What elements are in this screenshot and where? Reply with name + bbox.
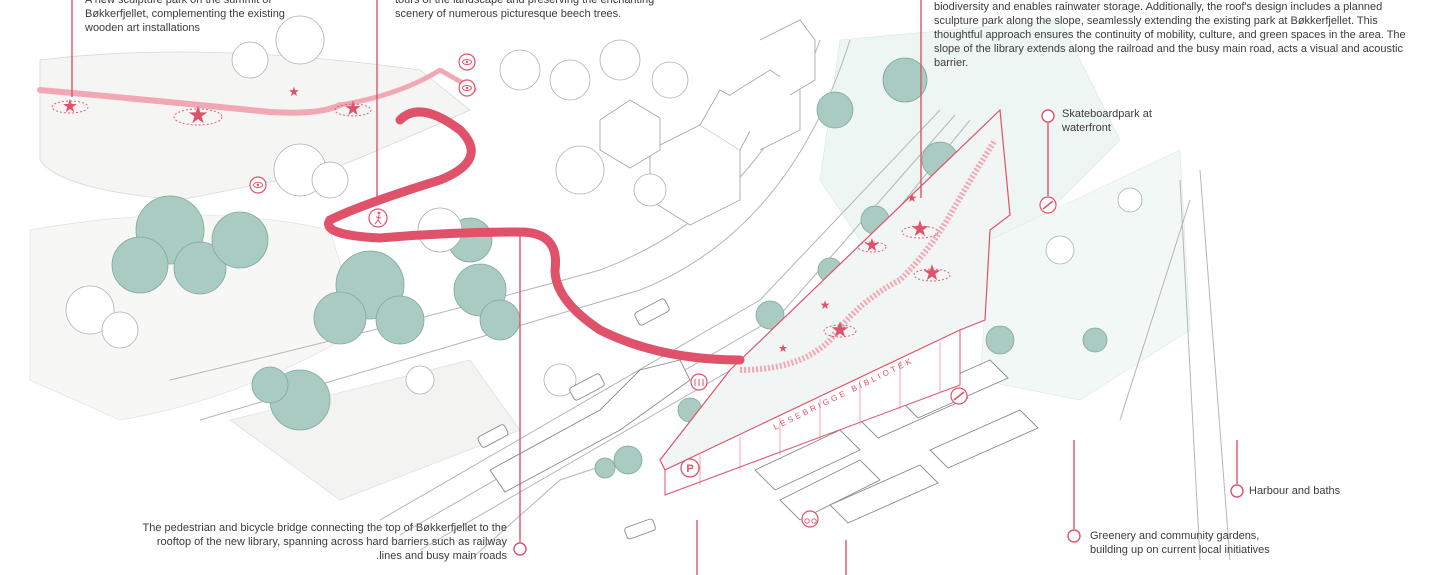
landscape-tours-caption: tours of the landscape and preserving th… bbox=[395, 0, 655, 20]
skateboard-icon bbox=[950, 387, 968, 405]
star-icon: ★ bbox=[187, 101, 209, 129]
trees bbox=[65, 15, 1143, 479]
leader-lines bbox=[71, 0, 1238, 575]
star-icon: ★ bbox=[910, 217, 930, 242]
harbour-caption: Harbour and baths bbox=[1249, 485, 1341, 497]
star-icon: ★ bbox=[344, 96, 362, 120]
star-icon: ★ bbox=[778, 342, 788, 355]
skateboard-park-caption: Skateboardpark at waterfront bbox=[1062, 108, 1152, 134]
green-roof-caption: The green roof on the new library, "Lese… bbox=[934, 1, 1406, 69]
leader-endpoints bbox=[513, 109, 1244, 556]
skateboard-icon bbox=[1039, 196, 1057, 214]
pedestrian-icon bbox=[368, 208, 388, 228]
eye-icon bbox=[249, 176, 267, 194]
vehicles bbox=[477, 298, 691, 540]
star-icon: ★ bbox=[830, 318, 850, 343]
eye-icon bbox=[458, 79, 476, 97]
eye-icon bbox=[458, 53, 476, 71]
map-icons: P bbox=[249, 53, 1057, 528]
bicycle-icon bbox=[801, 510, 819, 528]
lift-icon bbox=[690, 373, 708, 391]
library-building bbox=[659, 108, 1011, 496]
sculpture-park-caption: A new sculpture park on the summit of Bø… bbox=[85, 0, 285, 34]
greenery-caption: Greenery and community gardens, building… bbox=[1090, 530, 1270, 556]
star-icon: ★ bbox=[288, 85, 300, 100]
pedestrian-bridge bbox=[37, 67, 745, 365]
parking-icon: P bbox=[680, 458, 700, 478]
svg-text:P: P bbox=[686, 463, 693, 475]
star-icon: ★ bbox=[907, 191, 918, 205]
parking-canopies bbox=[754, 359, 1039, 524]
star-icon: ★ bbox=[864, 235, 880, 256]
houses bbox=[599, 19, 816, 226]
star-icon: ★ bbox=[62, 96, 78, 117]
star-icon: ★ bbox=[820, 298, 831, 312]
sculpture-stars: ★ ★ ★ ★ ★ ★ ★ ★ ★ ★ ★ bbox=[51, 85, 951, 355]
star-icon: ★ bbox=[922, 261, 942, 286]
bridge-caption: The pedestrian and bicycle bridge connec… bbox=[142, 522, 507, 562]
